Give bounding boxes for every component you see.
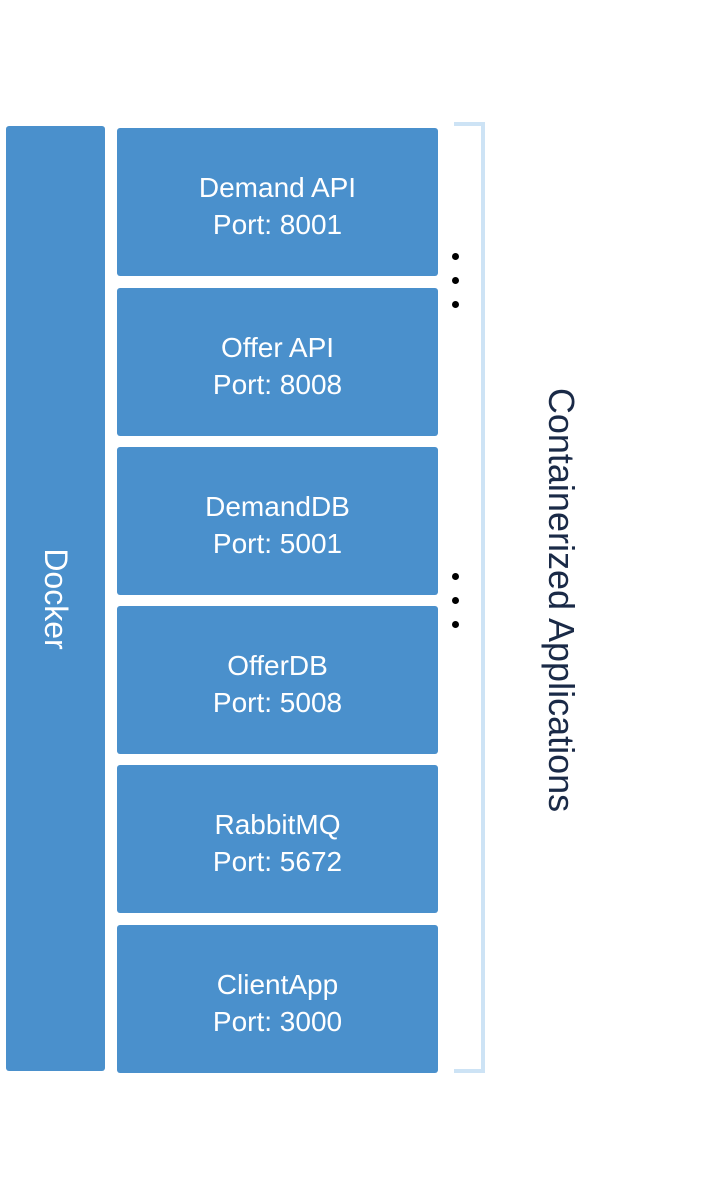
container-port: Port: 3000 [212, 1006, 343, 1037]
ellipsis-dot [452, 277, 459, 284]
ellipsis-dot [452, 621, 459, 628]
container-name: ClientApp [216, 969, 339, 1000]
container-offer-api: Offer API Port: 8008 [117, 288, 438, 436]
container-name: Demand API [198, 172, 357, 203]
container-offer-db: OfferDB Port: 5008 [117, 606, 438, 754]
container-port: Port: 8001 [212, 209, 343, 240]
ellipsis-dot [452, 253, 459, 260]
container-port: Port: 8008 [212, 369, 343, 400]
containerized-applications-label: Containerized Applications [541, 387, 582, 813]
container-port: Port: 5672 [212, 846, 343, 877]
container-name: OfferDB [227, 650, 328, 681]
container-port: Port: 5008 [212, 687, 343, 718]
containers-bracket [454, 122, 485, 1073]
ellipsis-dot [452, 573, 459, 580]
container-demand-db: DemandDB Port: 5001 [117, 447, 438, 595]
container-demand-api: Demand API Port: 8001 [117, 128, 438, 276]
container-port: Port: 5001 [212, 528, 343, 559]
container-name: Offer API [220, 332, 335, 363]
container-clientapp: ClientApp Port: 3000 [117, 925, 438, 1073]
docker-label: Docker [37, 547, 74, 650]
ellipsis-dot [452, 301, 459, 308]
container-rabbitmq: RabbitMQ Port: 5672 [117, 765, 438, 913]
docker-layer: Docker [6, 126, 105, 1071]
ellipsis-dot [452, 597, 459, 604]
container-name: RabbitMQ [214, 809, 341, 840]
container-name: DemandDB [205, 491, 350, 522]
